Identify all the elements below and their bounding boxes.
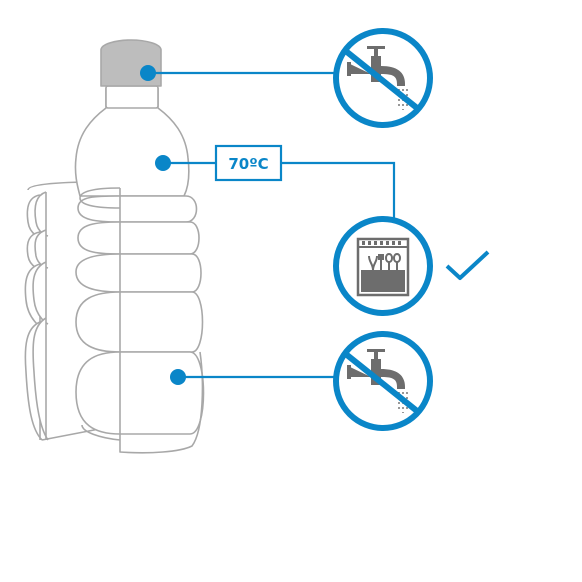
leader-lines [148, 71, 396, 379]
no-tap-water-icon [333, 28, 433, 128]
dishwasher-icon [333, 216, 433, 316]
sleeve-front [75, 187, 205, 454]
temperature-label: 70ºC [228, 155, 268, 173]
sleeve-anchor-dot [170, 369, 186, 385]
upper-anchor-dot [155, 155, 171, 171]
no-tap-water-icon [333, 331, 433, 431]
bottle-neck [105, 85, 159, 109]
bottle-illustration [24, 39, 205, 454]
cap-anchor-dot [140, 65, 156, 81]
anchor-dots [140, 65, 186, 385]
temperature-box: 70ºC [214, 144, 283, 182]
checkmark-icon [445, 250, 490, 280]
temp-leader-line [163, 161, 396, 218]
